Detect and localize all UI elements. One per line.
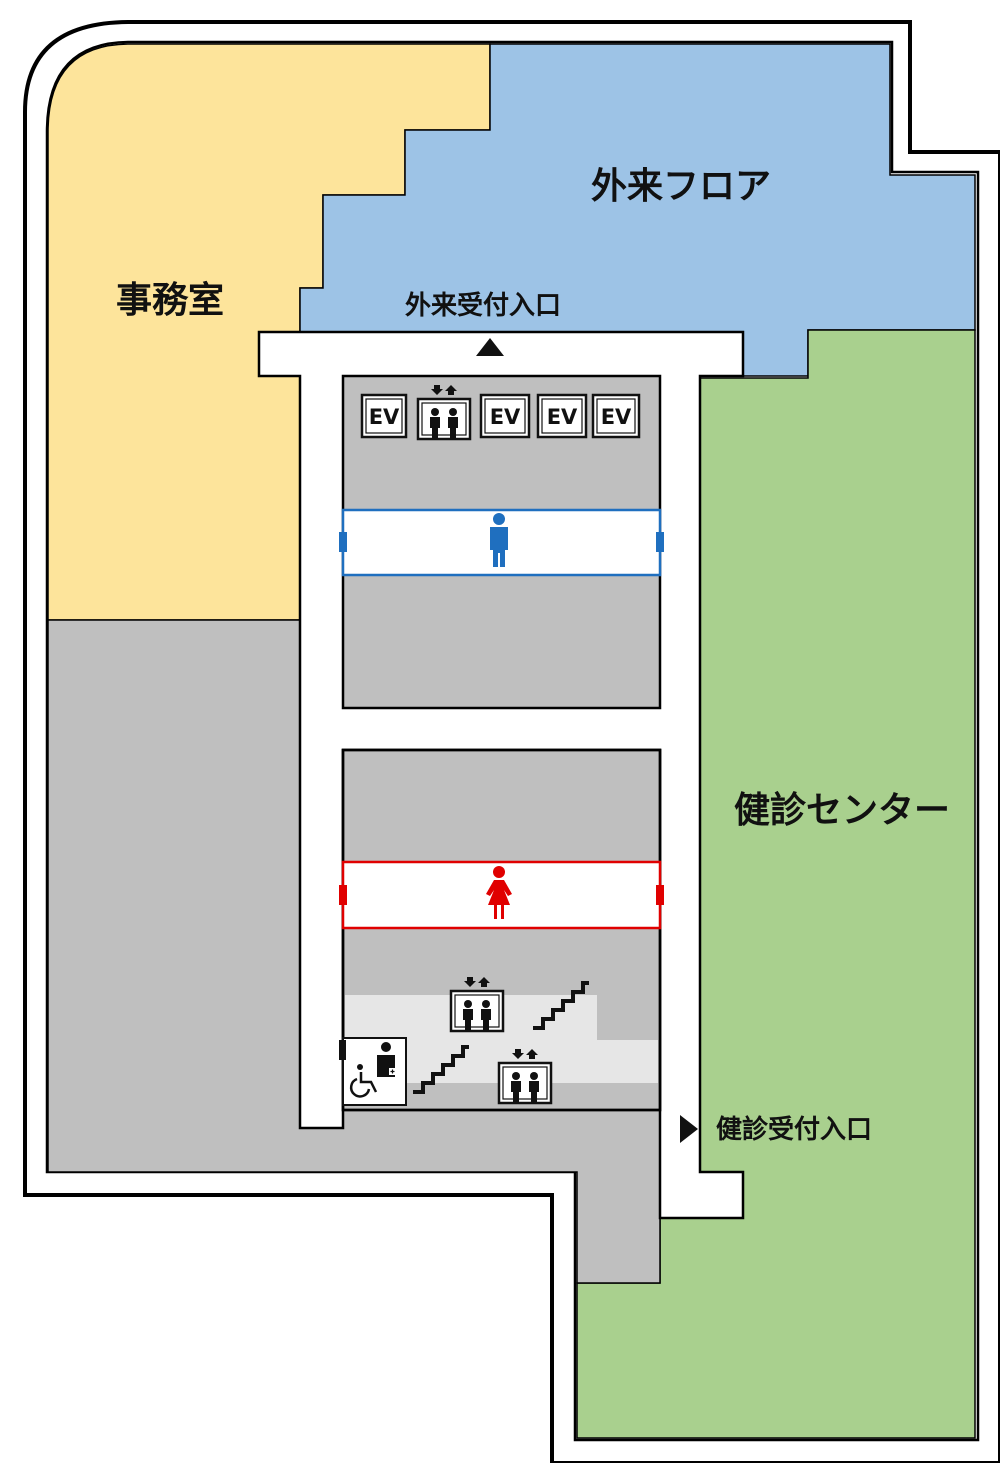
ev-label: EV	[490, 405, 521, 429]
man-icon	[490, 513, 508, 567]
health-center-label: 健診センター	[734, 790, 950, 831]
ev-box-1: EV	[360, 393, 408, 439]
ev-label: EV	[601, 405, 632, 429]
women-restroom-door-left	[339, 885, 347, 905]
men-restroom-door-left	[339, 532, 347, 552]
outpatient-floor-label: 外来フロア	[591, 166, 771, 207]
caregiver-icon	[377, 1042, 396, 1077]
ev-box-4: EV	[591, 393, 641, 439]
men-restroom-door-right	[656, 532, 664, 552]
stairs-icon	[413, 1045, 469, 1094]
health-check-entrance-label: 健診受付入口	[716, 1114, 872, 1145]
office-label: 事務室	[116, 280, 224, 321]
outpatient-entrance-arrow-icon	[476, 338, 504, 356]
health-check-entrance-arrow-icon	[680, 1115, 698, 1143]
outpatient-entrance-label: 外来受付入口	[405, 290, 561, 321]
lower-core-frame	[341, 748, 662, 1112]
ev-box-3: EV	[536, 393, 588, 439]
stairs-icon	[533, 981, 589, 1030]
ev-label: EV	[369, 405, 400, 429]
ev-label: EV	[547, 405, 578, 429]
wheelchair-icon	[349, 1064, 378, 1098]
ev-box-2: EV	[479, 393, 531, 439]
building-inner-outline	[45, 40, 980, 1442]
lower-light-area	[345, 995, 658, 1083]
woman-icon	[486, 866, 512, 919]
women-restroom-door-right	[656, 885, 664, 905]
